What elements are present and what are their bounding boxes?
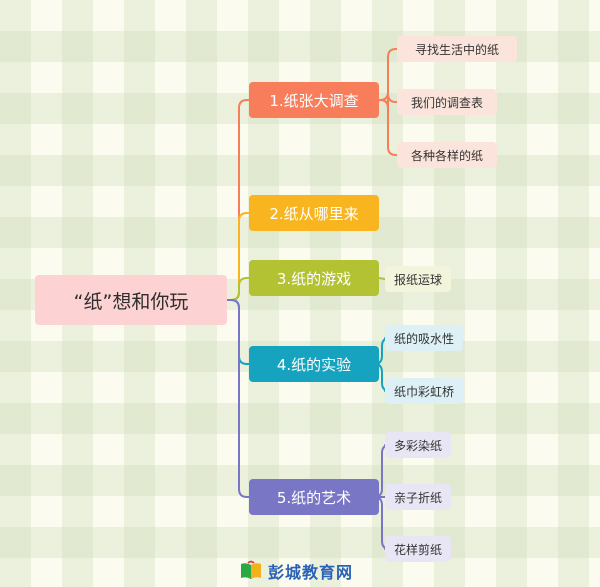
leaf-topic-1-1-label: 寻找生活中的纸: [414, 42, 499, 57]
leaf-topic-1-3[interactable]: 各种各样的纸: [397, 142, 497, 168]
leaf-topic-5-1[interactable]: 多彩染纸: [385, 432, 451, 458]
leaf-topic-1-2[interactable]: 我们的调查表: [397, 89, 497, 115]
branch-topic-4[interactable]: 4.纸的实验: [249, 346, 379, 382]
leaf-topic-5-1-label: 多彩染纸: [393, 438, 442, 453]
leaf-topic-5-2-label: 亲子折纸: [393, 490, 442, 505]
leaf-topic-1-1[interactable]: 寻找生活中的纸: [397, 36, 517, 62]
leaf-topic-1-3-label: 各种各样的纸: [410, 148, 483, 163]
site-watermark: 彭城教育网: [240, 558, 353, 584]
leaf-topic-4-1-label: 纸的吸水性: [393, 331, 454, 346]
branch-topic-3-label: 3.纸的游戏: [276, 269, 352, 288]
watermark-text: 彭城教育网: [268, 563, 354, 582]
branch-topic-1[interactable]: 1.纸张大调查: [249, 82, 379, 118]
connector-branch-3-leaf-1: [378, 277, 386, 280]
branch-topic-3[interactable]: 3.纸的游戏: [249, 260, 379, 296]
branch-topic-5-label: 5.纸的艺术: [276, 488, 352, 507]
branch-topic-5[interactable]: 5.纸的艺术: [249, 479, 379, 515]
leaf-topic-5-3-label: 花样剪纸: [393, 542, 442, 557]
root-topic-label: “纸”想和你玩: [73, 290, 189, 313]
leaf-topic-3-1[interactable]: 报纸运球: [385, 266, 451, 292]
branch-topic-2-label: 2.纸从哪里来: [269, 204, 359, 223]
connector-branch-1-leaf-1: [378, 48, 398, 101]
leaf-topic-4-2[interactable]: 纸巾彩虹桥: [385, 378, 463, 404]
leaf-topic-4-1[interactable]: 纸的吸水性: [385, 325, 463, 351]
branch-topic-4-label: 4.纸的实验: [276, 355, 352, 374]
open-book-icon: [241, 560, 261, 579]
leaf-topic-5-3[interactable]: 花样剪纸: [385, 536, 451, 562]
leaf-topic-4-2-label: 纸巾彩虹桥: [393, 384, 454, 399]
root-topic[interactable]: “纸”想和你玩: [35, 275, 227, 325]
connector-branch-1-leaf-3: [378, 99, 398, 156]
leaf-topic-1-2-label: 我们的调查表: [410, 95, 483, 110]
branch-topic-1-label: 1.纸张大调查: [269, 91, 359, 110]
leaf-topic-3-1-label: 报纸运球: [393, 272, 442, 287]
connector-root-to-branch-5: [226, 299, 250, 498]
leaf-topic-5-2[interactable]: 亲子折纸: [385, 484, 451, 510]
branch-topic-2[interactable]: 2.纸从哪里来: [249, 195, 379, 231]
